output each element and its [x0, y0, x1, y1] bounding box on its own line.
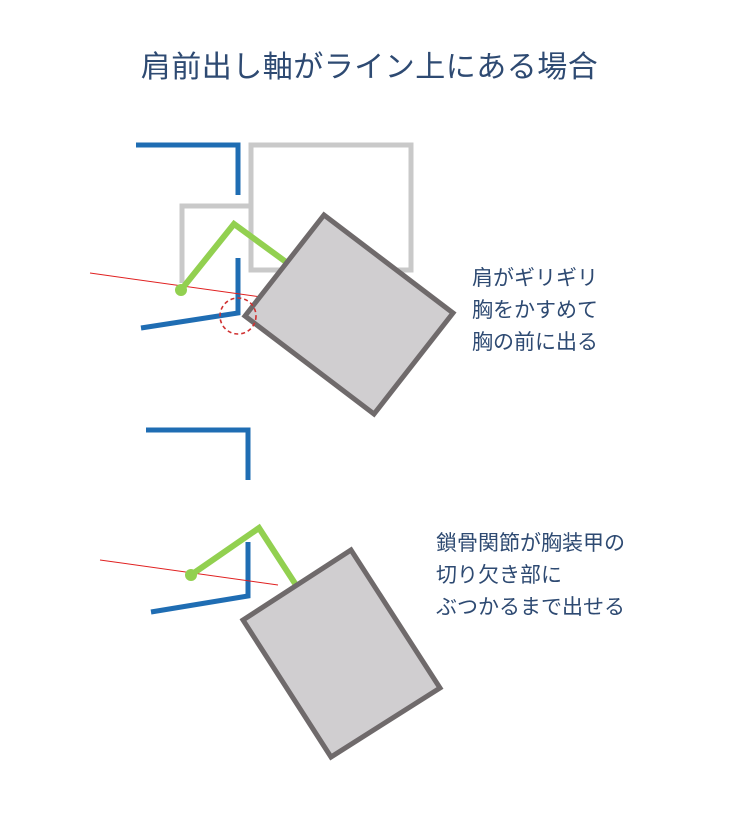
annotation-lower: 鎖骨関節が胸装甲の 切り欠き部に ぶつかるまで出せる	[436, 527, 625, 623]
chest-line-upper	[136, 142, 241, 195]
shoulder-joint-lower	[185, 569, 197, 581]
annotation-upper-line-1: 肩がギリギリ	[472, 266, 598, 290]
upper-scenario	[89, 142, 457, 418]
chest-armor-lower	[239, 546, 444, 761]
annotation-upper-line-3: 胸の前に出る	[472, 330, 598, 354]
diagram-title: 肩前出し軸がライン上にある場合	[140, 50, 599, 85]
clavicle-arm-upper	[178, 219, 288, 292]
annotation-upper-line-2: 胸をかすめて	[472, 298, 598, 322]
chest-armor-upper	[241, 211, 457, 418]
annotation-lower-line-1: 鎖骨関節が胸装甲の	[436, 531, 625, 555]
annotation-upper: 肩がギリギリ 胸をかすめて 胸の前に出る	[472, 262, 598, 358]
annotation-lower-line-3: ぶつかるまで出せる	[436, 595, 625, 619]
gray-reference-step	[179, 203, 251, 283]
chest-notch-line-lower	[150, 542, 251, 615]
shoulder-joint-upper	[175, 284, 187, 296]
annotation-lower-line-2: 切り欠き部に	[436, 563, 562, 587]
chest-line-lower	[146, 427, 251, 480]
lower-scenario	[99, 427, 444, 761]
clavicle-arm-lower	[189, 523, 299, 587]
chest-notch-line-upper	[140, 258, 241, 331]
contact-highlight-circle	[219, 297, 257, 335]
